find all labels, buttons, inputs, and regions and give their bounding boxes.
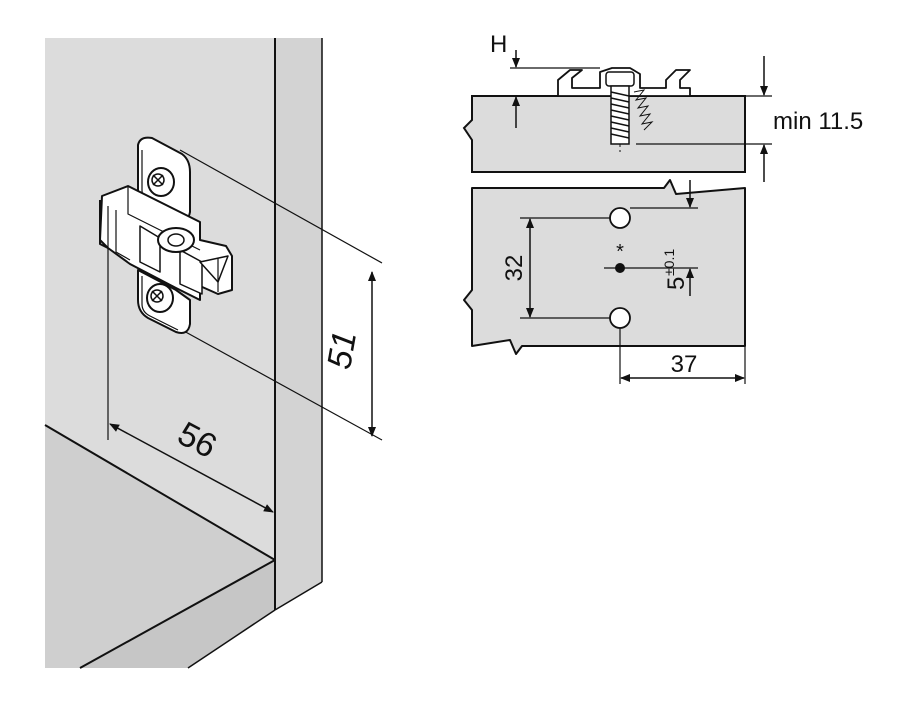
drilling-front-view: * 32 5 ±0.1 37: [463, 179, 746, 384]
section-panel: [462, 95, 746, 173]
dim-51-label: 51: [320, 328, 364, 372]
cabinet-front-edge: [275, 38, 322, 610]
drill-hole-top: [609, 207, 631, 229]
side-section-view: min 11.5 H: [462, 31, 863, 182]
dim-5-label: 5: [663, 277, 690, 290]
drill-hole-bottom: [609, 307, 631, 329]
dim-32-label: 32: [501, 255, 528, 282]
drilling-panel: [463, 179, 746, 355]
dim-line-56: [109, 423, 274, 513]
asterisk-mark: *: [616, 241, 624, 263]
dim-37-label: 37: [671, 351, 698, 378]
mounting-plate: [99, 136, 233, 334]
dim-5-tolerance: ±0.1: [661, 249, 677, 276]
cabinet-bottom-panel: [45, 425, 275, 668]
dim-min-depth-label: min 11.5: [773, 108, 863, 135]
dim-h-label: H: [490, 31, 507, 58]
cabinet-perspective-view: 51 56: [44, 38, 383, 669]
